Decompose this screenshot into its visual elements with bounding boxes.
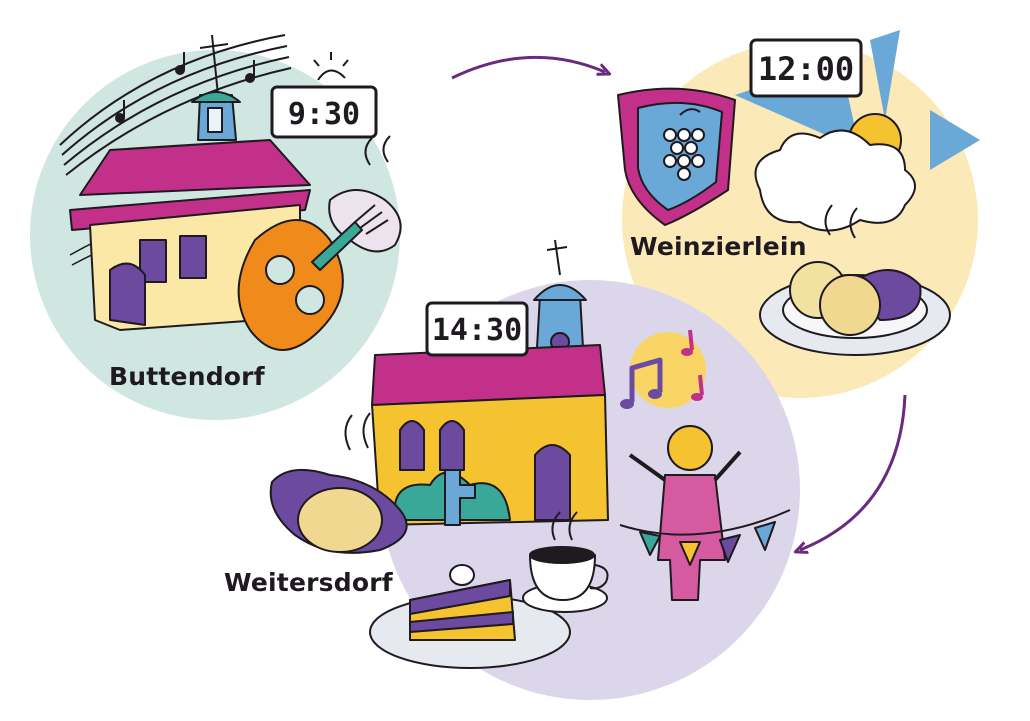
music-notes-weitersdorf-icon [620,329,704,409]
clock-weinzierlein: 12:00 [749,38,863,98]
weitersdorf-scene: 14:30 [269,239,791,669]
bunting-icon [619,509,791,566]
cake-slice-icon [369,564,571,669]
coffee-cup-icon [522,511,609,613]
route-arrow-buttendorf-weinzierlein [451,55,605,80]
clock-time-weitersdorf: 14:30 [432,313,522,348]
coat-of-arms-grapes-icon [617,87,736,226]
place-label-weinzierlein: Weinzierlein [630,232,807,261]
cloud-icon [754,129,916,232]
buttendorf-scene: 9:30 [59,34,402,351]
route-arrow-weinzierlein-weitersdorf [800,394,907,550]
child-icon [628,425,742,601]
sausage-roll-icon [269,468,408,554]
sun-icon [313,52,349,81]
place-label-buttendorf: Buttendorf [109,362,265,391]
fork-icon [311,204,389,271]
clock-weitersdorf: 14:30 [425,301,529,357]
dumplings-plate-icon [759,261,951,356]
pretzel-icon [237,219,344,351]
place-label-weitersdorf: Weitersdorf [224,568,393,597]
clock-time-weinzierlein: 12:00 [758,50,854,88]
weinzierlein-scene: 12:00 [617,30,980,356]
clock-time-buttendorf: 9:30 [288,97,360,132]
clock-buttendorf: 9:30 [270,85,378,139]
